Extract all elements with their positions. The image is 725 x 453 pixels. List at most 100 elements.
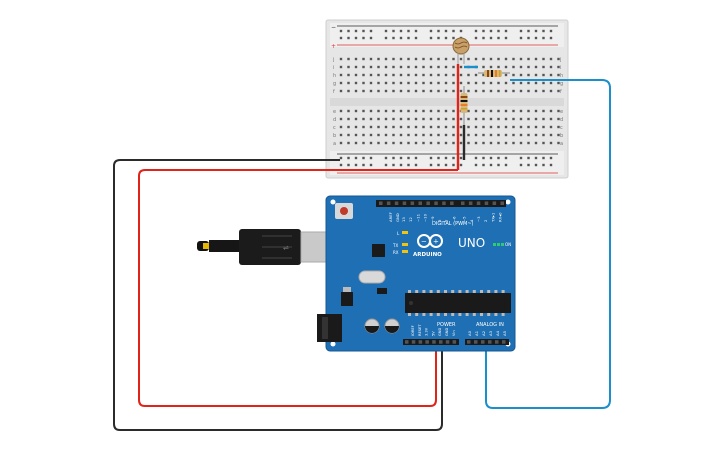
breadboard-hole[interactable] <box>474 29 478 33</box>
breadboard-hole[interactable] <box>347 156 350 160</box>
breadboard-hole[interactable] <box>429 65 433 69</box>
breadboard-hole[interactable] <box>542 156 545 160</box>
breadboard-hole[interactable] <box>497 156 500 160</box>
breadboard-hole[interactable] <box>362 125 365 129</box>
breadboard-hole[interactable] <box>362 36 365 40</box>
breadboard-hole[interactable] <box>459 133 463 137</box>
breadboard-holes[interactable] <box>339 29 560 167</box>
analog-pin[interactable] <box>488 340 492 344</box>
breadboard-hole[interactable] <box>467 133 470 137</box>
breadboard-hole[interactable] <box>534 117 538 121</box>
breadboard-hole[interactable] <box>459 65 463 69</box>
breadboard-hole[interactable] <box>542 133 545 137</box>
breadboard-hole[interactable] <box>452 57 455 61</box>
breadboard-hole[interactable] <box>369 65 373 69</box>
breadboard-hole[interactable] <box>414 156 418 160</box>
breadboard-hole[interactable] <box>504 73 508 77</box>
breadboard-hole[interactable] <box>512 141 515 145</box>
breadboard-hole[interactable] <box>422 73 425 77</box>
breadboard-hole[interactable] <box>399 163 403 167</box>
breadboard-hole[interactable] <box>362 163 365 167</box>
breadboard-hole[interactable] <box>414 57 418 61</box>
blue-signal-wire[interactable] <box>485 79 611 409</box>
breadboard-hole[interactable] <box>339 163 343 167</box>
digital-pin[interactable] <box>410 201 415 206</box>
breadboard-hole[interactable] <box>452 36 455 40</box>
breadboard-hole[interactable] <box>519 29 523 33</box>
breadboard-hole[interactable] <box>399 57 403 61</box>
breadboard-hole[interactable] <box>542 29 545 33</box>
breadboard-hole[interactable] <box>354 57 358 61</box>
breadboard-hole[interactable] <box>414 81 418 85</box>
digital-pin[interactable] <box>500 201 505 206</box>
breadboard-hole[interactable] <box>354 163 358 167</box>
breadboard-hole[interactable] <box>504 141 508 145</box>
breadboard-hole[interactable] <box>497 57 500 61</box>
breadboard-hole[interactable] <box>549 29 553 33</box>
breadboard-hole[interactable] <box>384 156 388 160</box>
breadboard-hole[interactable] <box>399 117 403 121</box>
breadboard-hole[interactable] <box>549 117 553 121</box>
breadboard-hole[interactable] <box>384 117 388 121</box>
breadboard-hole[interactable] <box>407 117 410 121</box>
analog-pin[interactable] <box>495 340 499 344</box>
breadboard-hole[interactable] <box>347 133 350 137</box>
breadboard-hole[interactable] <box>377 65 380 69</box>
breadboard-hole[interactable] <box>497 36 500 40</box>
breadboard-hole[interactable] <box>362 117 365 121</box>
breadboard-hole[interactable] <box>429 156 433 160</box>
breadboard-hole[interactable] <box>339 29 343 33</box>
digital-pin[interactable] <box>476 201 481 206</box>
breadboard-hole[interactable] <box>362 81 365 85</box>
breadboard-hole[interactable] <box>399 156 403 160</box>
breadboard-hole[interactable] <box>542 73 545 77</box>
breadboard-hole[interactable] <box>452 163 455 167</box>
power-header[interactable] <box>403 339 459 345</box>
breadboard-hole[interactable] <box>459 57 463 61</box>
breadboard-hole[interactable] <box>437 141 440 145</box>
breadboard-hole[interactable] <box>429 81 433 85</box>
breadboard-hole[interactable] <box>527 73 530 77</box>
breadboard-hole[interactable] <box>444 81 448 85</box>
breadboard-hole[interactable] <box>452 133 455 137</box>
breadboard-hole[interactable] <box>399 73 403 77</box>
digital-pin[interactable] <box>394 201 399 206</box>
breadboard-hole[interactable] <box>407 89 410 93</box>
breadboard-hole[interactable] <box>429 163 433 167</box>
breadboard-hole[interactable] <box>459 89 463 93</box>
breadboard-hole[interactable] <box>362 156 365 160</box>
breadboard-hole[interactable] <box>474 73 478 77</box>
breadboard-hole[interactable] <box>399 81 403 85</box>
breadboard-hole[interactable] <box>369 133 373 137</box>
breadboard-hole[interactable] <box>497 141 500 145</box>
breadboard-hole[interactable] <box>377 117 380 121</box>
breadboard-hole[interactable] <box>512 57 515 61</box>
breadboard-hole[interactable] <box>549 163 553 167</box>
breadboard-hole[interactable] <box>504 163 508 167</box>
breadboard-hole[interactable] <box>482 133 485 137</box>
breadboard-hole[interactable] <box>414 73 418 77</box>
digital-pin[interactable] <box>434 201 438 206</box>
breadboard-hole[interactable] <box>354 73 358 77</box>
breadboard-hole[interactable] <box>414 65 418 69</box>
usb-cable[interactable]: ⇌ <box>197 229 336 265</box>
breadboard-hole[interactable] <box>482 125 485 129</box>
breadboard-hole[interactable] <box>527 133 530 137</box>
breadboard-hole[interactable] <box>519 81 523 85</box>
breadboard-hole[interactable] <box>407 125 410 129</box>
breadboard-hole[interactable] <box>549 65 553 69</box>
breadboard-hole[interactable] <box>504 36 508 40</box>
breadboard-hole[interactable] <box>437 109 440 113</box>
breadboard-hole[interactable] <box>354 117 358 121</box>
breadboard-hole[interactable] <box>549 141 553 145</box>
breadboard-hole[interactable] <box>519 125 523 129</box>
breadboard-hole[interactable] <box>557 133 560 137</box>
breadboard-hole[interactable] <box>384 81 388 85</box>
breadboard-hole[interactable] <box>482 73 485 77</box>
breadboard-hole[interactable] <box>392 29 395 33</box>
breadboard-hole[interactable] <box>542 81 545 85</box>
power-pin[interactable] <box>405 340 409 344</box>
breadboard-hole[interactable] <box>437 133 440 137</box>
breadboard-hole[interactable] <box>482 141 485 145</box>
digital-header[interactable] <box>376 200 506 207</box>
